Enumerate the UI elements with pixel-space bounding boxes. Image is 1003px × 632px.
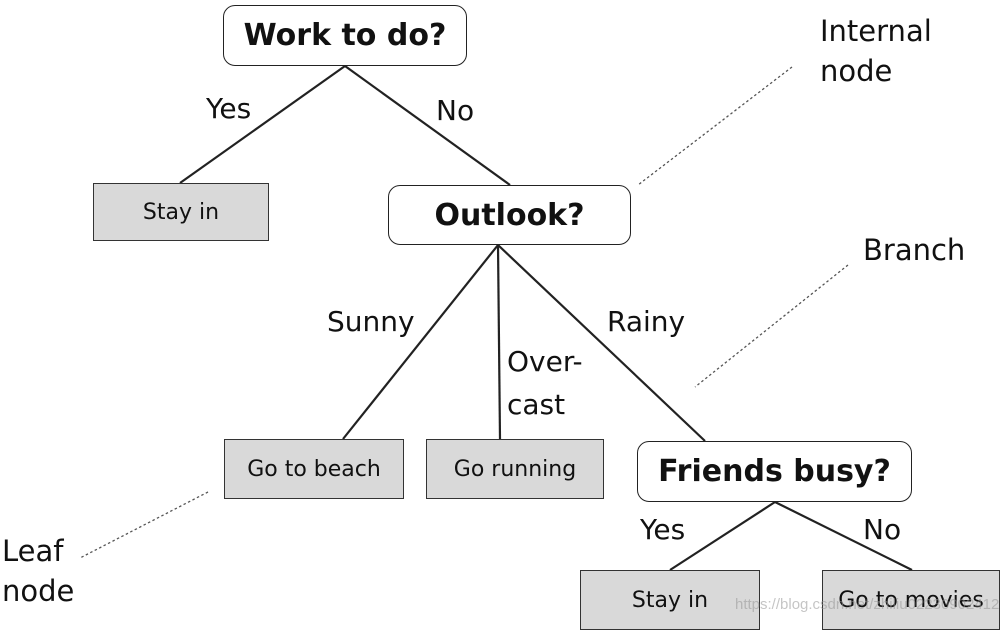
leaf-go-to-movies: Go to movies — [822, 570, 1000, 630]
internal-node-pointer — [637, 66, 793, 186]
leaf-node-annotation: Leaf node — [2, 532, 74, 611]
edge-rainy — [497, 244, 706, 442]
edge-label-friends-no: No — [863, 513, 902, 546]
leaf-go-running-label: Go running — [453, 456, 577, 482]
edge-sunny — [342, 244, 499, 440]
leaf-go-to-movies-label: Go to movies — [838, 587, 984, 613]
leaf-node-annotation-line1: Leaf — [2, 534, 64, 568]
edge-friends-no — [774, 501, 913, 571]
watermark: https://blog.csdn.net/zhiliu02230902412 — [735, 596, 1000, 613]
branch-annotation: Branch — [863, 231, 965, 271]
internal-node-annotation-line1: Internal — [820, 14, 932, 48]
root-decision-label: Work to do? — [243, 18, 447, 53]
outlook-decision-node: Outlook? — [388, 185, 631, 245]
edge-label-overcast-line2: cast — [507, 388, 566, 421]
edge-label-sunny: Sunny — [327, 305, 415, 338]
leaf-go-running: Go running — [426, 439, 604, 499]
edge-friends-yes — [669, 501, 776, 571]
leaf-stay-in-top-label: Stay in — [142, 199, 220, 225]
edge-label-root-no: No — [436, 94, 475, 127]
leaf-stay-in-bottom-label: Stay in — [631, 587, 709, 613]
leaf-node-annotation-line2: node — [2, 573, 75, 608]
outlook-decision-label: Outlook? — [434, 197, 585, 233]
friends-busy-decision-node: Friends busy? — [637, 441, 912, 502]
leaf-stay-in-bottom: Stay in — [580, 570, 760, 630]
friends-busy-decision-label: Friends busy? — [658, 454, 891, 489]
leaf-node-pointer — [79, 491, 209, 559]
leaf-go-to-beach-label: Go to beach — [247, 456, 381, 482]
edge-label-rainy: Rainy — [607, 305, 686, 338]
leaf-stay-in-top: Stay in — [93, 183, 269, 241]
edge-label-friends-yes: Yes — [640, 513, 686, 546]
branch-pointer — [694, 264, 849, 388]
internal-node-annotation-line2: node — [820, 53, 893, 88]
edge-label-root-yes: Yes — [206, 92, 252, 125]
edge-overcast — [496, 244, 502, 440]
branch-annotation-text: Branch — [863, 233, 966, 267]
edge-label-overcast-line1: Over- — [507, 345, 583, 378]
edge-root-no — [344, 65, 511, 186]
internal-node-annotation: Internal node — [820, 12, 932, 91]
edge-root-yes — [179, 65, 346, 184]
root-decision-node: Work to do? — [223, 5, 467, 66]
leaf-go-to-beach: Go to beach — [224, 439, 404, 499]
